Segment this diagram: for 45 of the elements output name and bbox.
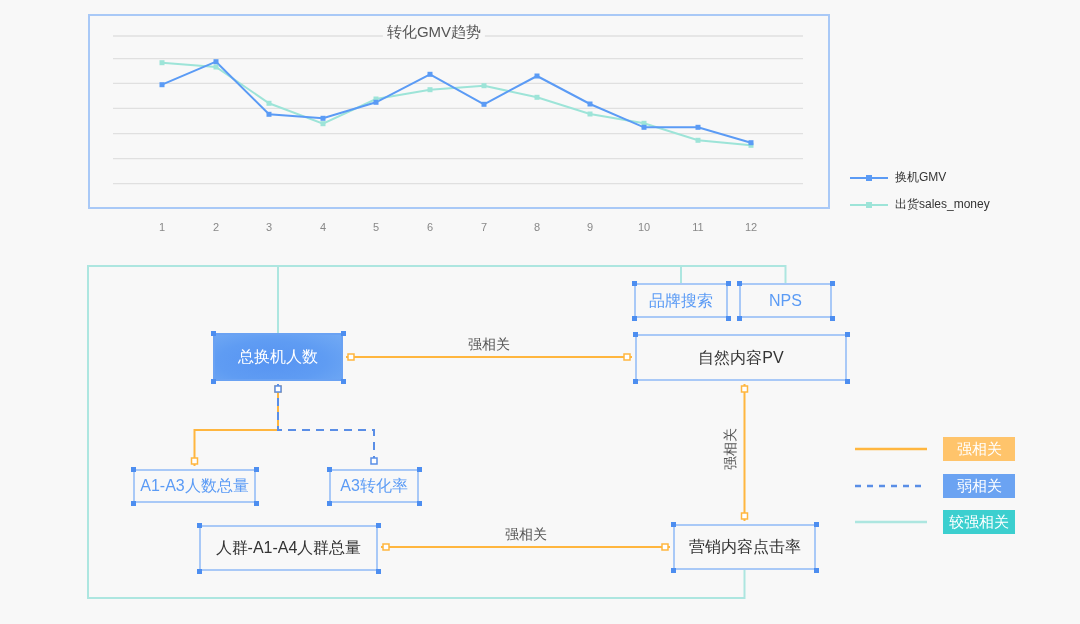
legend-label: 出货sales_money [895, 197, 990, 212]
connector-line [380, 543, 671, 551]
connector-line [740, 383, 749, 522]
node-label: A3转化率 [340, 476, 408, 496]
axis-tick-label: 11 [692, 221, 704, 235]
chart-panel [88, 14, 830, 209]
axis-tick-label: 2 [212, 221, 220, 235]
connector-line [680, 265, 682, 284]
metric-box [634, 283, 728, 318]
axis-tick-label: 4 [319, 221, 327, 235]
node-label: 人群-A1-A4人群总量 [215, 538, 362, 558]
metric-box [329, 469, 419, 503]
node-label: 品牌搜索 [649, 290, 713, 311]
node-label: NPS [769, 290, 802, 311]
connector-line [680, 265, 787, 284]
metric-box [739, 283, 832, 318]
metric-box [635, 334, 847, 381]
connector-line [277, 265, 279, 334]
axis-tick-label: 10 [637, 221, 651, 235]
axis-tick-label: 1 [158, 221, 166, 235]
edge-label: 强相关 [465, 335, 513, 353]
axis-tick-label: 6 [426, 221, 434, 235]
axis-tick-label: 5 [372, 221, 380, 235]
axis-tick-label: 7 [480, 221, 488, 235]
node-label: 营销内容点击率 [688, 537, 801, 557]
axis-tick-label: 8 [533, 221, 541, 235]
node-label: 总换机人数 [238, 347, 318, 367]
connector-line [345, 353, 633, 361]
axis-tick-label: 3 [265, 221, 273, 235]
legend-label: 换机GMV [895, 170, 947, 185]
connector-line [277, 265, 682, 267]
axis-tick-label: 12 [744, 221, 758, 235]
metric-box [213, 333, 343, 381]
legend-tag: 强相关 [943, 437, 1015, 461]
legend-tag: 弱相关 [943, 474, 1015, 498]
axis-tick-label: 9 [586, 221, 594, 235]
chart-title: 转化GMV趋势 [382, 23, 486, 41]
legend-tag: 较强相关 [943, 510, 1015, 534]
connector-line [274, 383, 378, 467]
metric-box [199, 525, 378, 571]
node-label: 自然内容PV [698, 347, 784, 368]
node-label: A1-A3人数总量 [140, 476, 249, 496]
connector-line [87, 265, 746, 599]
metric-box [673, 524, 816, 570]
metric-box [133, 469, 256, 503]
